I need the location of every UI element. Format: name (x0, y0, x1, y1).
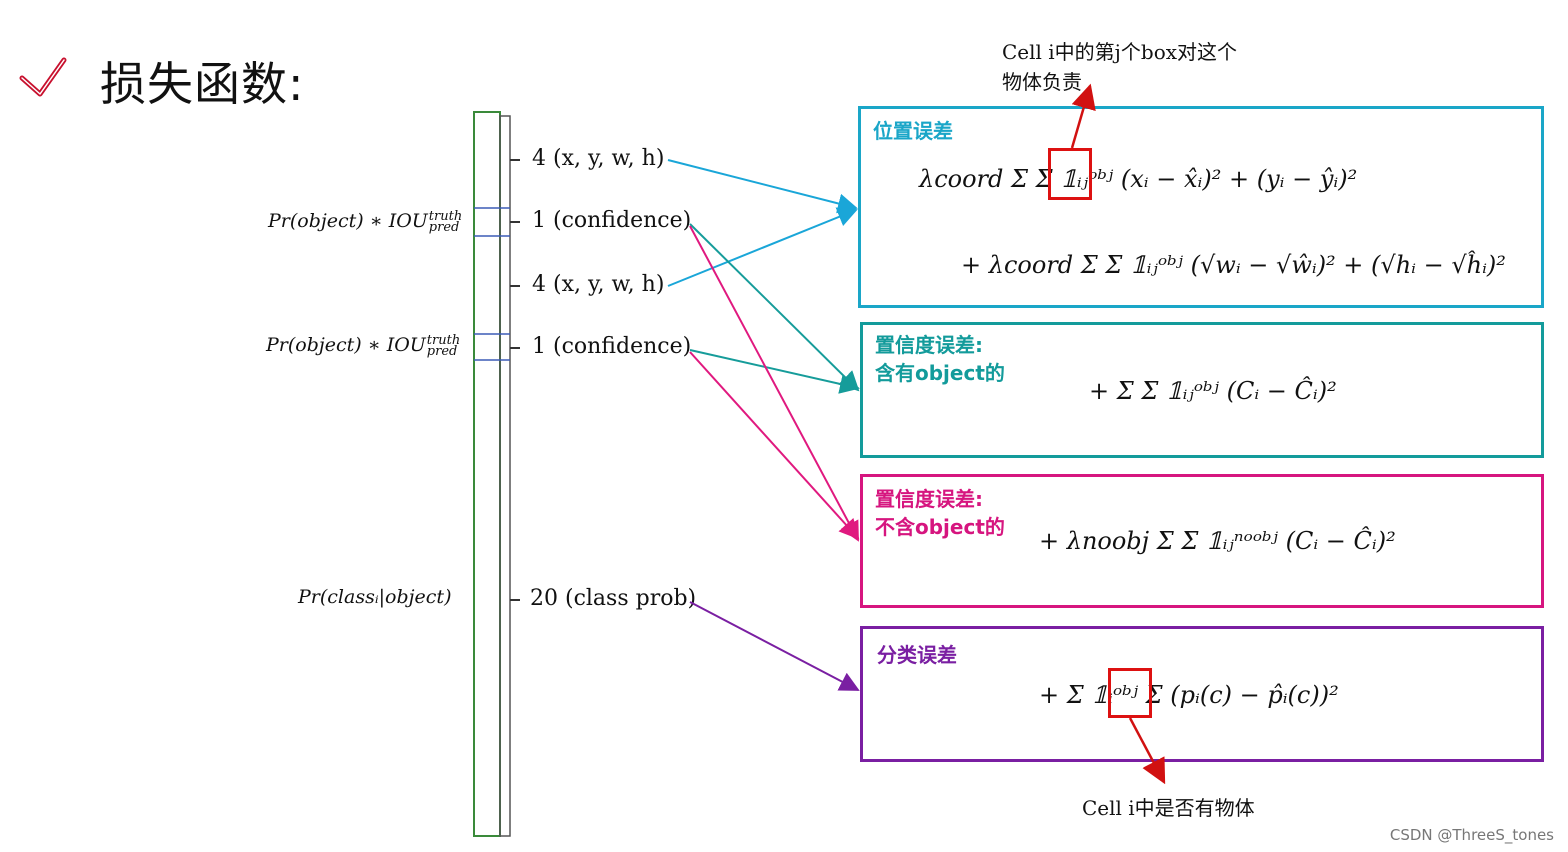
output-confidence-2: 1 (confidence) (532, 334, 692, 359)
arrow-confidence-to-obj (689, 223, 860, 394)
note-top-line-1: Cell i中的第j个box对这个 (1002, 40, 1238, 64)
confidence-noobj-formula: + λnoobj Σ Σ 𝟙ᵢⱼⁿᵒᵒᵇʲ (Cᵢ − Ĉᵢ)² (1039, 527, 1396, 555)
note-bottom: Cell i中是否有物体 (1082, 796, 1255, 820)
confidence-noobj-title-2: 不含object的 (875, 515, 1005, 539)
arrow-class-to-classification (689, 601, 860, 691)
page-title: 损失函数: (100, 57, 305, 111)
confidence-obj-title-2: 含有object的 (875, 361, 1005, 385)
confidence-noobj-box: 置信度误差: 不含object的 + λnoobj Σ Σ 𝟙ᵢⱼⁿᵒᵒᵇʲ (… (860, 474, 1544, 608)
output-coords-1: 4 (x, y, w, h) (532, 146, 665, 171)
confidence-obj-formula: + Σ Σ 𝟙ᵢⱼᵒᵇʲ (Cᵢ − Ĉᵢ)² (1089, 377, 1337, 405)
position-error-box: 位置误差 λcoord Σ Σ 𝟙ᵢⱼᵒᵇʲ (xᵢ − x̂ᵢ)² + (yᵢ… (858, 106, 1544, 308)
arrow-coords-to-position (667, 159, 858, 287)
prob-label-3: Pr(classᵢ|object) (298, 586, 452, 608)
confidence-obj-box: 置信度误差: 含有object的 + Σ Σ 𝟙ᵢⱼᵒᵇʲ (Cᵢ − Ĉᵢ)² (860, 322, 1544, 458)
class-error-title: 分类误差 (877, 643, 957, 667)
class-error-box: 分类误差 + Σ 𝟙ᵢᵒᵇʲ Σ (pᵢ(c) − p̂ᵢ(c))² (860, 626, 1544, 762)
indicator-obj-highlight-i (1108, 668, 1152, 718)
watermark: CSDN @ThreeS_tones (1389, 826, 1554, 844)
position-formula-2: + λcoord Σ Σ 𝟙ᵢⱼᵒᵇʲ (√wᵢ − √ŵᵢ)² + (√hᵢ … (961, 251, 1506, 279)
output-class-prob: 20 (class prob) (530, 586, 697, 611)
position-formula-1: λcoord Σ Σ 𝟙ᵢⱼᵒᵇʲ (xᵢ − x̂ᵢ)² + (yᵢ − ŷᵢ… (919, 165, 1358, 193)
position-error-title: 位置误差 (873, 119, 953, 143)
confidence-noobj-title-1: 置信度误差: (875, 487, 983, 511)
output-confidence-1: 1 (confidence) (532, 208, 692, 233)
output-coords-2: 4 (x, y, w, h) (532, 272, 665, 297)
confidence-obj-title-1: 置信度误差: (875, 333, 983, 357)
note-top-line-2: 物体负责 (1002, 70, 1082, 94)
class-error-formula: + Σ 𝟙ᵢᵒᵇʲ Σ (pᵢ(c) − p̂ᵢ(c))² (1039, 681, 1339, 709)
indicator-obj-highlight-ij (1048, 148, 1092, 200)
arrow-confidence-to-noobj (689, 225, 860, 542)
